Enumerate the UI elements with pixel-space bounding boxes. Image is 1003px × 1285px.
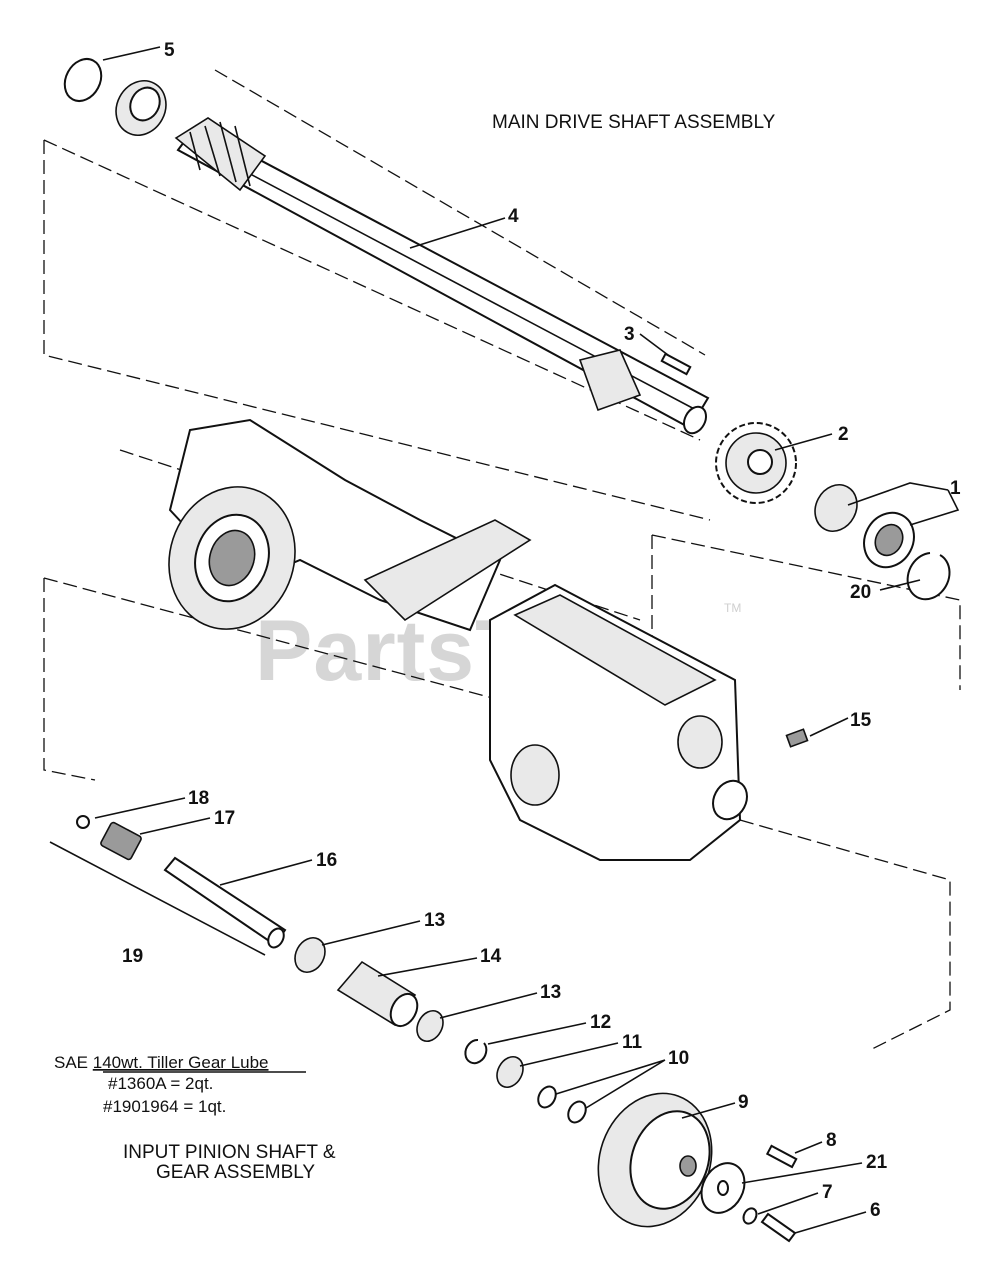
leader-14	[377, 957, 478, 977]
callout-11: 11	[622, 1032, 643, 1053]
leader-4	[409, 217, 506, 249]
bearing-cup-bore	[874, 523, 904, 557]
callout-13b: 13	[540, 982, 561, 1003]
housing-boundary-right	[651, 534, 961, 700]
washer-10b	[567, 1100, 587, 1124]
callout-17: 17	[214, 808, 235, 829]
main-assembly-boundary-left	[43, 140, 711, 521]
gear-case-side-bore	[677, 715, 723, 769]
leader-5	[102, 46, 161, 61]
input-assembly-title-line2: GEAR ASSEMBLY	[156, 1162, 315, 1183]
lock-washer-7	[742, 1207, 758, 1225]
leader-2	[774, 433, 833, 451]
leader-17	[139, 817, 211, 835]
leader-7	[757, 1192, 819, 1215]
leader-21	[741, 1162, 863, 1184]
leader-18	[94, 797, 186, 819]
leader-20	[879, 579, 921, 591]
gear-case-top-opening	[513, 594, 717, 706]
lube-note-line1: SAE 140wt. Tiller Gear Lube	[54, 1053, 269, 1072]
key-8	[765, 1144, 798, 1169]
housing-end-bore-inner	[208, 529, 256, 587]
snap-ring-20	[906, 552, 951, 601]
callout-21: 21	[866, 1152, 888, 1173]
pulley-9-bore	[679, 1155, 697, 1177]
leader-9	[681, 1102, 736, 1119]
leader-1	[847, 482, 960, 526]
leader-6	[794, 1211, 867, 1234]
lube-note-prefix: SAE	[54, 1053, 93, 1072]
leader-8	[794, 1141, 823, 1154]
callout-8: 8	[826, 1130, 837, 1151]
input-assembly-boundary-right	[739, 819, 951, 1051]
leader-13b	[439, 992, 538, 1019]
callout-6: 6	[870, 1200, 881, 1221]
callout-5: 5	[164, 40, 175, 61]
leader-10	[555, 1059, 666, 1109]
main-assembly-title: MAIN DRIVE SHAFT ASSEMBLY	[492, 112, 776, 133]
snap-ring-18	[76, 815, 90, 829]
leader-3	[639, 333, 669, 356]
callout-18: 18	[188, 788, 209, 809]
snap-ring-5	[63, 57, 103, 103]
shaft-axis-line	[214, 69, 706, 356]
bushing-14-end	[389, 992, 419, 1028]
washer-10a	[537, 1085, 557, 1109]
bolt-6	[760, 1212, 797, 1243]
callout-13a: 13	[424, 910, 445, 931]
leader-16	[219, 859, 313, 886]
callout-3: 3	[624, 324, 635, 345]
washer-21-hole	[717, 1180, 729, 1196]
lube-note-line2: #1360A = 2qt.	[108, 1074, 213, 1093]
input-pinion-shaft-16	[163, 856, 287, 947]
pinion-gear-17	[100, 821, 142, 861]
snap-ring-12	[464, 1038, 488, 1065]
input-shaft-end	[267, 927, 285, 949]
bearing-top-bore	[129, 86, 161, 122]
callout-14: 14	[480, 946, 502, 967]
mounting-bracket	[363, 519, 532, 622]
worm-gear-teeth	[189, 121, 251, 187]
shaft-end	[682, 405, 708, 435]
watermark-trademark: TM	[724, 601, 741, 615]
gear-case-front-bore	[510, 744, 560, 806]
callout-4: 4	[508, 206, 519, 227]
callout-9: 9	[738, 1092, 749, 1113]
key-3	[660, 352, 692, 376]
plug-15	[785, 728, 809, 748]
gear-case-input-bore	[712, 779, 748, 821]
callout-15: 15	[850, 710, 872, 731]
callout-1: 1	[950, 478, 961, 499]
pulley-9-hub	[629, 1110, 711, 1210]
lube-note-line3: #1901964 = 1qt.	[103, 1097, 226, 1116]
callout-12: 12	[590, 1012, 611, 1033]
input-assembly-boundary-left	[43, 578, 96, 781]
washer-13a	[294, 937, 326, 973]
callout-10: 10	[668, 1048, 689, 1069]
input-assembly-title-line1: INPUT PINION SHAFT &	[123, 1142, 336, 1163]
washer-13b	[416, 1009, 444, 1043]
leader-12	[487, 1022, 587, 1045]
leader-11	[519, 1042, 619, 1067]
shaft-spline-end	[578, 349, 642, 412]
spur-gear-2-hub	[747, 449, 773, 475]
bearing-11	[496, 1055, 524, 1089]
callout-20: 20	[850, 582, 871, 603]
leader-lines	[94, 46, 960, 1234]
assembly-19-bracket	[49, 841, 266, 956]
callout-2: 2	[838, 424, 849, 445]
callout-16: 16	[316, 850, 337, 871]
callout-7: 7	[822, 1182, 833, 1203]
tapered-bearing-1	[814, 484, 858, 532]
lube-note-product: 140wt. Tiller Gear Lube	[93, 1053, 269, 1072]
callout-19: 19	[122, 946, 143, 967]
input-assembly-boundary-top	[43, 577, 501, 701]
leader-13a	[321, 920, 421, 946]
leader-15	[809, 717, 849, 737]
